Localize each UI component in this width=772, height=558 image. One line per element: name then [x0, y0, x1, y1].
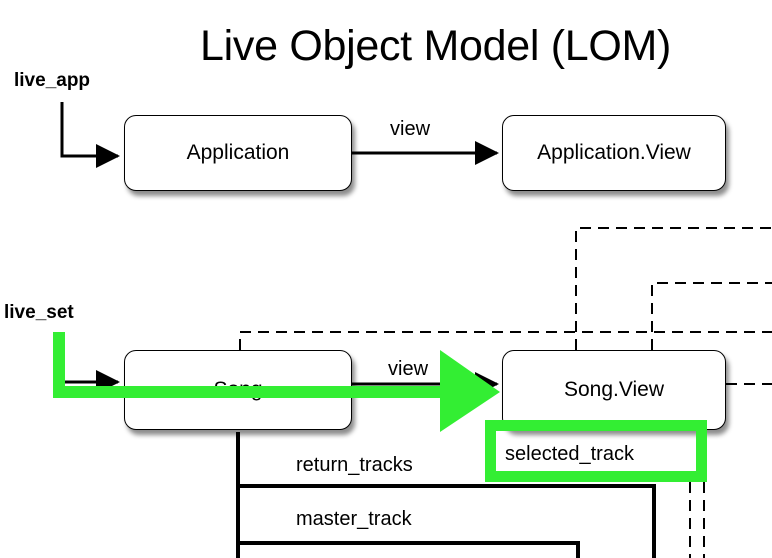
- live-app-arrow: [60, 102, 120, 168]
- highlight-arrow: [53, 332, 440, 398]
- song-view-node: Song.View: [502, 350, 726, 430]
- app-view-label: view: [390, 118, 431, 140]
- song-children-lines: [236, 432, 656, 558]
- song-view-label: view: [388, 358, 429, 380]
- entry-live-set: live_set: [4, 302, 74, 323]
- return-tracks-label: return_tracks: [296, 454, 413, 476]
- diagram-title: Live Object Model (LOM): [200, 22, 672, 70]
- selected-track-label: selected_track: [505, 443, 634, 465]
- selected-track-highlight: [485, 420, 707, 482]
- master-track-label: master_track: [296, 508, 412, 530]
- application-view-node: Application.View: [502, 115, 726, 191]
- application-node: Application: [124, 115, 352, 191]
- highlight-arrowhead: [440, 350, 500, 432]
- entry-live-app: live_app: [14, 70, 91, 91]
- dashed-references: [239, 227, 772, 558]
